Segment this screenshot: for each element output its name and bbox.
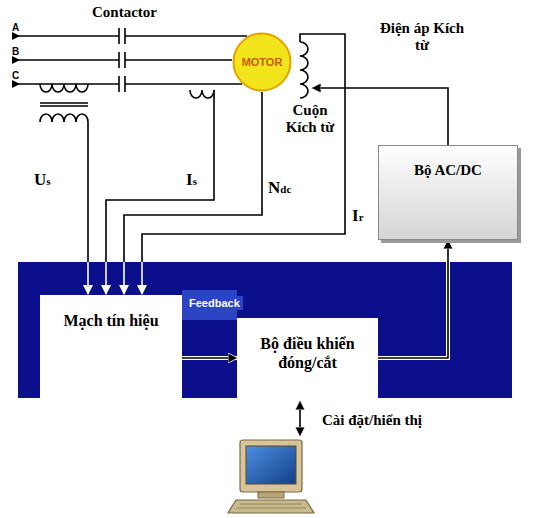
box-text: Bộ AC/DC <box>385 162 511 179</box>
line-arrows <box>12 32 20 88</box>
switching-controller-box: Bộ điều khiển đóng/cắt <box>237 318 378 398</box>
part-name: Contactor <box>92 4 157 21</box>
signal-inputs <box>88 262 142 294</box>
box-text: Feedback <box>186 296 243 310</box>
box-text: Mạch tín hiệu <box>46 311 176 330</box>
signal-name: Us <box>34 170 51 190</box>
signal-name: Is <box>186 170 197 190</box>
supply-lines <box>12 36 247 84</box>
connector-arrow <box>182 358 237 359</box>
voltage-transformer <box>40 84 88 122</box>
signal-name: Điện áp Kích từ <box>372 20 472 55</box>
phase-name: C <box>12 70 19 81</box>
motor-circle: MOTOR <box>232 32 292 92</box>
phase-name: A <box>12 22 19 33</box>
box-text: MOTOR <box>242 56 283 68</box>
signal-wires <box>88 34 345 262</box>
signal-name: Ndc <box>268 178 291 198</box>
excitation-wire <box>312 88 448 145</box>
computer-link <box>299 401 301 436</box>
computer-icon <box>228 440 314 513</box>
box-text: Bộ điều khiển đóng/cắt <box>243 334 372 372</box>
current-transformer <box>190 90 214 98</box>
part-name: Cài đặt/hiển thị <box>322 412 422 429</box>
control-panel: FeedbackMạch tín hiệu Bộ điều khiển đóng/… <box>18 262 512 398</box>
connector-arrow <box>378 240 448 358</box>
contactor-contacts <box>119 28 125 92</box>
signal-circuit-box: Mạch tín hiệu <box>40 295 182 398</box>
signal-name: Ir <box>352 206 364 226</box>
part-name: Cuộn Kích từ <box>280 102 340 137</box>
field-coil <box>300 42 308 98</box>
converter-box: Bộ AC/DC <box>378 145 518 240</box>
panel-ground <box>18 262 512 398</box>
phase-name: B <box>12 46 19 57</box>
